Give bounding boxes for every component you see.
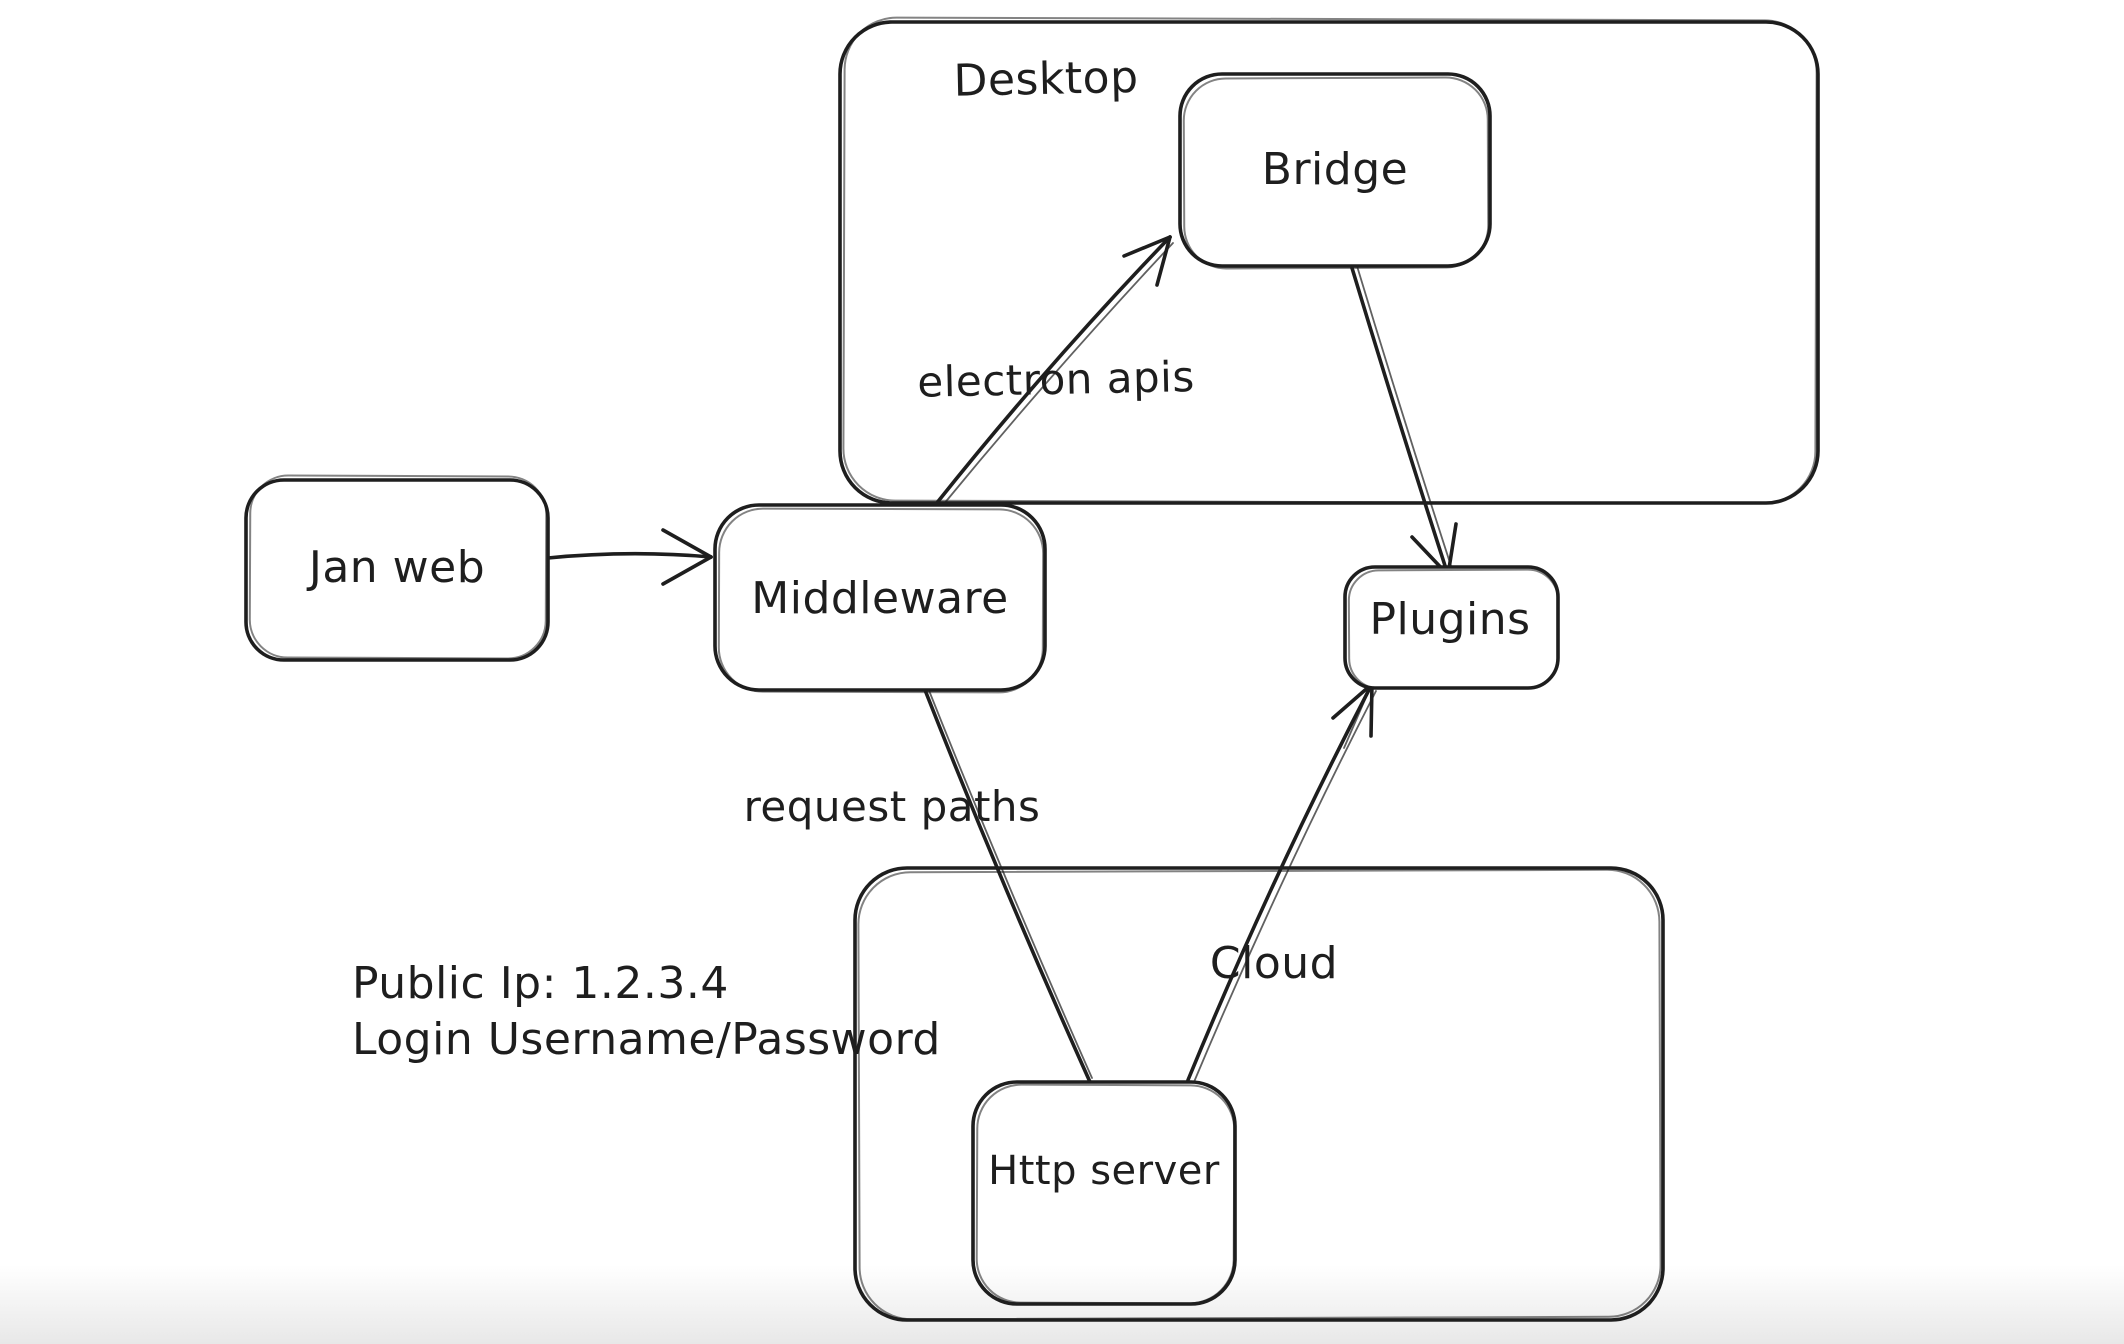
electron-apis-edge-label[interactable]: electron apis (916, 352, 1196, 407)
http-server-label[interactable]: Http server (988, 1148, 1220, 1194)
edge-sketch-stroke (927, 687, 1093, 1079)
arrow-shaft[interactable] (1350, 266, 1450, 577)
arrow-middleware-to-bridge[interactable] (934, 235, 1174, 506)
note-line-1: Public Ip: 1.2.3.4 (352, 958, 729, 1009)
cloud-container-outline[interactable] (853, 866, 1665, 1322)
arrowhead-sketch-stroke (1343, 687, 1371, 749)
arrow-sketch-stroke (1356, 265, 1453, 570)
arrow-jan-web-to-middleware[interactable] (546, 528, 713, 586)
bridge-label[interactable]: Bridge (1261, 143, 1409, 195)
edge-shaft[interactable] (923, 688, 1092, 1084)
http-server-sketch-stroke (975, 1083, 1236, 1305)
middleware-label[interactable]: Middleware (751, 572, 1009, 624)
cloud-container-sketch-stroke (857, 868, 1662, 1321)
desktop-container-outline[interactable] (838, 20, 1820, 505)
arrowhead-stroke (1369, 682, 1374, 738)
http-server-node-box[interactable] (971, 1080, 1237, 1306)
middleware-sketch-stroke (717, 507, 1045, 694)
note-line-2: Login Username/Password (352, 1014, 941, 1065)
plugins-label[interactable]: Plugins (1369, 593, 1531, 645)
arrow-sketch-stroke (1193, 690, 1377, 1083)
arrowhead-stroke (1331, 682, 1374, 720)
cloud-container-box[interactable] (853, 866, 1665, 1322)
jan-web-node-box[interactable] (244, 474, 550, 662)
desktop-label[interactable]: Desktop (952, 51, 1139, 107)
arrowhead-stroke (661, 555, 713, 586)
arrow-shaft[interactable] (1186, 682, 1374, 1082)
arrow-shaft[interactable] (546, 551, 713, 560)
bridge-sketch-stroke (1182, 76, 1490, 270)
jan-web-sketch-stroke (248, 474, 548, 660)
arrowhead-stroke (661, 528, 713, 559)
request-paths-edge-label[interactable]: request paths (743, 781, 1041, 831)
middleware-outline[interactable] (713, 503, 1047, 692)
desktop-container-sketch-stroke (842, 16, 1818, 505)
arrowhead-stroke (1122, 235, 1172, 258)
arrowhead-stroke (1155, 235, 1172, 287)
line-middleware-to-http-server[interactable] (923, 687, 1093, 1084)
desktop-container-box[interactable] (838, 16, 1820, 505)
jan-web-outline[interactable] (244, 478, 550, 662)
plugins-node-box[interactable] (1343, 565, 1560, 690)
bridge-node-box[interactable] (1178, 72, 1492, 270)
cloud-label[interactable]: Cloud (1209, 937, 1339, 989)
plugins-sketch-stroke (1347, 568, 1560, 690)
arrow-http-server-to-plugins[interactable] (1186, 682, 1377, 1083)
public-ip-note[interactable]: Public Ip: 1.2.3.4 Login Username/Passwo… (352, 956, 941, 1068)
middleware-node-box[interactable] (713, 503, 1047, 694)
bridge-outline[interactable] (1178, 72, 1492, 268)
jan-web-label[interactable]: Jan web (308, 541, 486, 593)
arrow-sketch-stroke (942, 242, 1174, 506)
arrow-shaft[interactable] (934, 235, 1172, 506)
arrow-bridge-to-plugins[interactable] (1350, 265, 1458, 577)
